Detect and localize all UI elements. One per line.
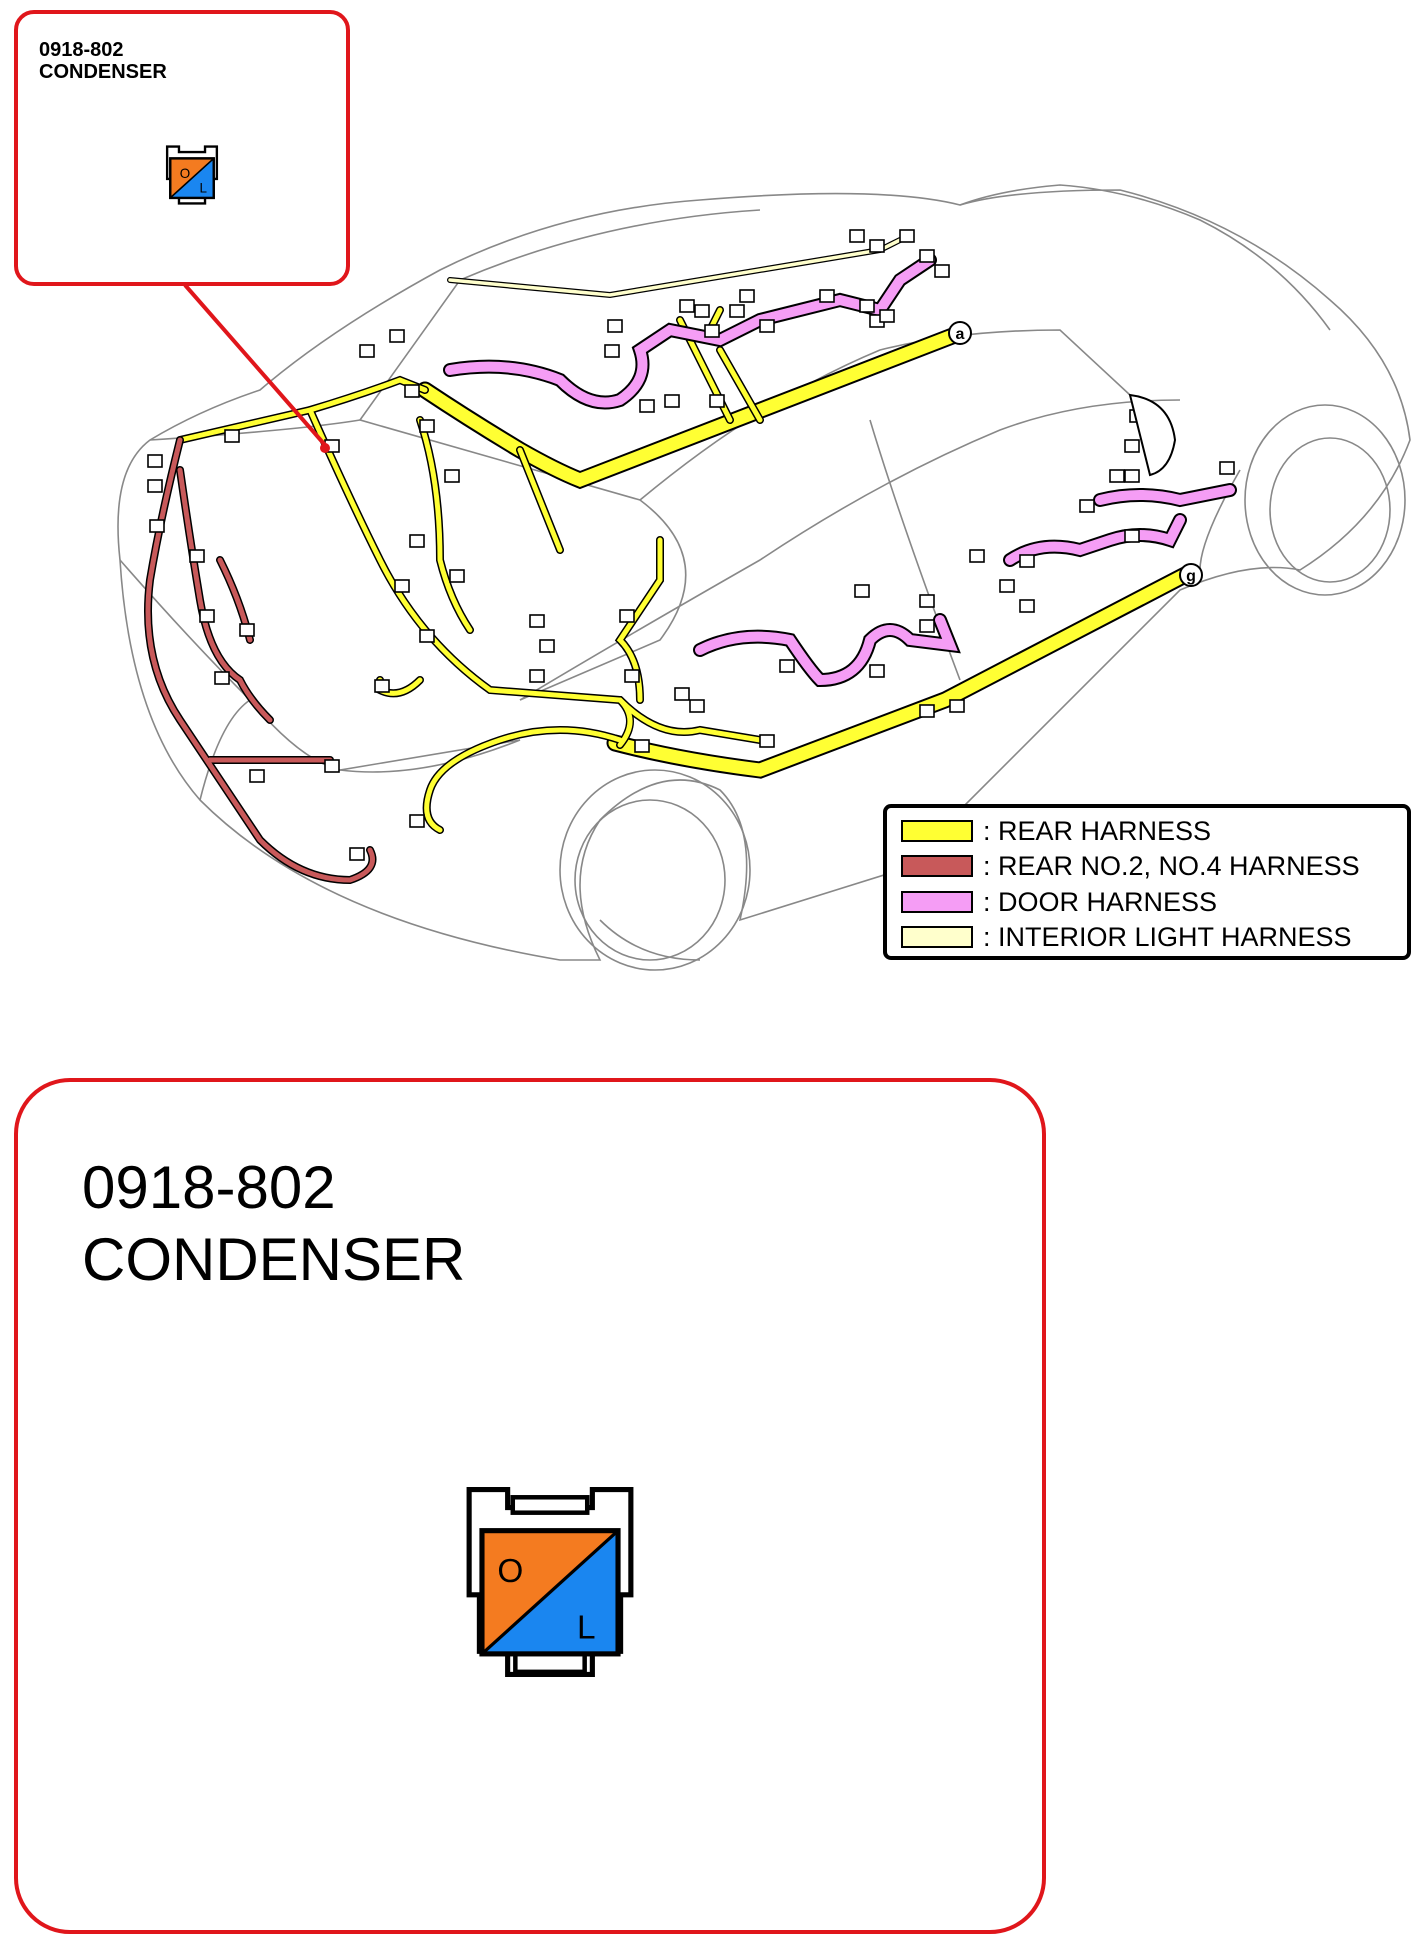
marker-a: a [948, 321, 972, 345]
wheel-front [559, 769, 751, 971]
harness-legend: : REAR HARNESS : REAR NO.2, NO.4 HARNESS… [883, 804, 1411, 960]
marker-a-label: a [956, 326, 965, 343]
legend-item-interior-light: : INTERIOR LIGHT HARNESS [901, 922, 1352, 952]
interior-light-harness [447, 237, 903, 299]
connector-icon-large: O L [466, 1487, 634, 1677]
marker-g-label: g [1186, 568, 1196, 585]
connector-name-small: CONDENSER [39, 61, 167, 83]
callout-leader-line [183, 283, 327, 447]
connector-icon-small: O L [165, 145, 219, 205]
rear-harness [176, 306, 1194, 834]
legend-label-rear: : REAR HARNESS [983, 815, 1212, 846]
legend-item-rear-harness: : REAR HARNESS [901, 816, 1211, 846]
marker-g: g [1179, 563, 1203, 587]
legend-label-door: : DOOR HARNESS [983, 886, 1218, 917]
legend-item-rear-no2-no4: : REAR NO.2, NO.4 HARNESS [901, 851, 1360, 881]
door-harness [443, 253, 1237, 688]
connector-code-large: 0918-802 [82, 1154, 336, 1221]
legend-swatch-rear [901, 820, 973, 842]
connector-name-large: CONDENSER [82, 1226, 466, 1293]
legend-swatch-rear-no2-no4 [901, 855, 973, 877]
rear-no2-no4-harness [144, 436, 377, 885]
svg-text:L: L [200, 180, 208, 195]
rear-lamp [1128, 393, 1177, 477]
legend-label-rear-no2-no4: : REAR NO.2, NO.4 HARNESS [983, 850, 1360, 881]
connector-location-dot [320, 443, 330, 453]
connector-code-small: 0918-802 [39, 39, 124, 61]
pin-label-l: L [577, 1609, 596, 1646]
legend-swatch-door [901, 891, 973, 913]
wheel-rear [1244, 404, 1406, 596]
connector-callout-small: 0918-802 CONDENSER O L [14, 10, 350, 286]
pin-label-o: O [497, 1553, 523, 1590]
callout-small-text: 0918-802 CONDENSER [39, 39, 167, 83]
legend-swatch-interior-light [901, 926, 973, 948]
legend-label-interior-light: : INTERIOR LIGHT HARNESS [983, 921, 1352, 952]
svg-text:O: O [180, 166, 190, 181]
legend-item-door-harness: : DOOR HARNESS [901, 887, 1217, 917]
callout-large-text: 0918-802 CONDENSER [82, 1152, 465, 1296]
harness-connectors [147, 229, 1235, 861]
connector-callout-large: 0918-802 CONDENSER O L [14, 1078, 1046, 1934]
